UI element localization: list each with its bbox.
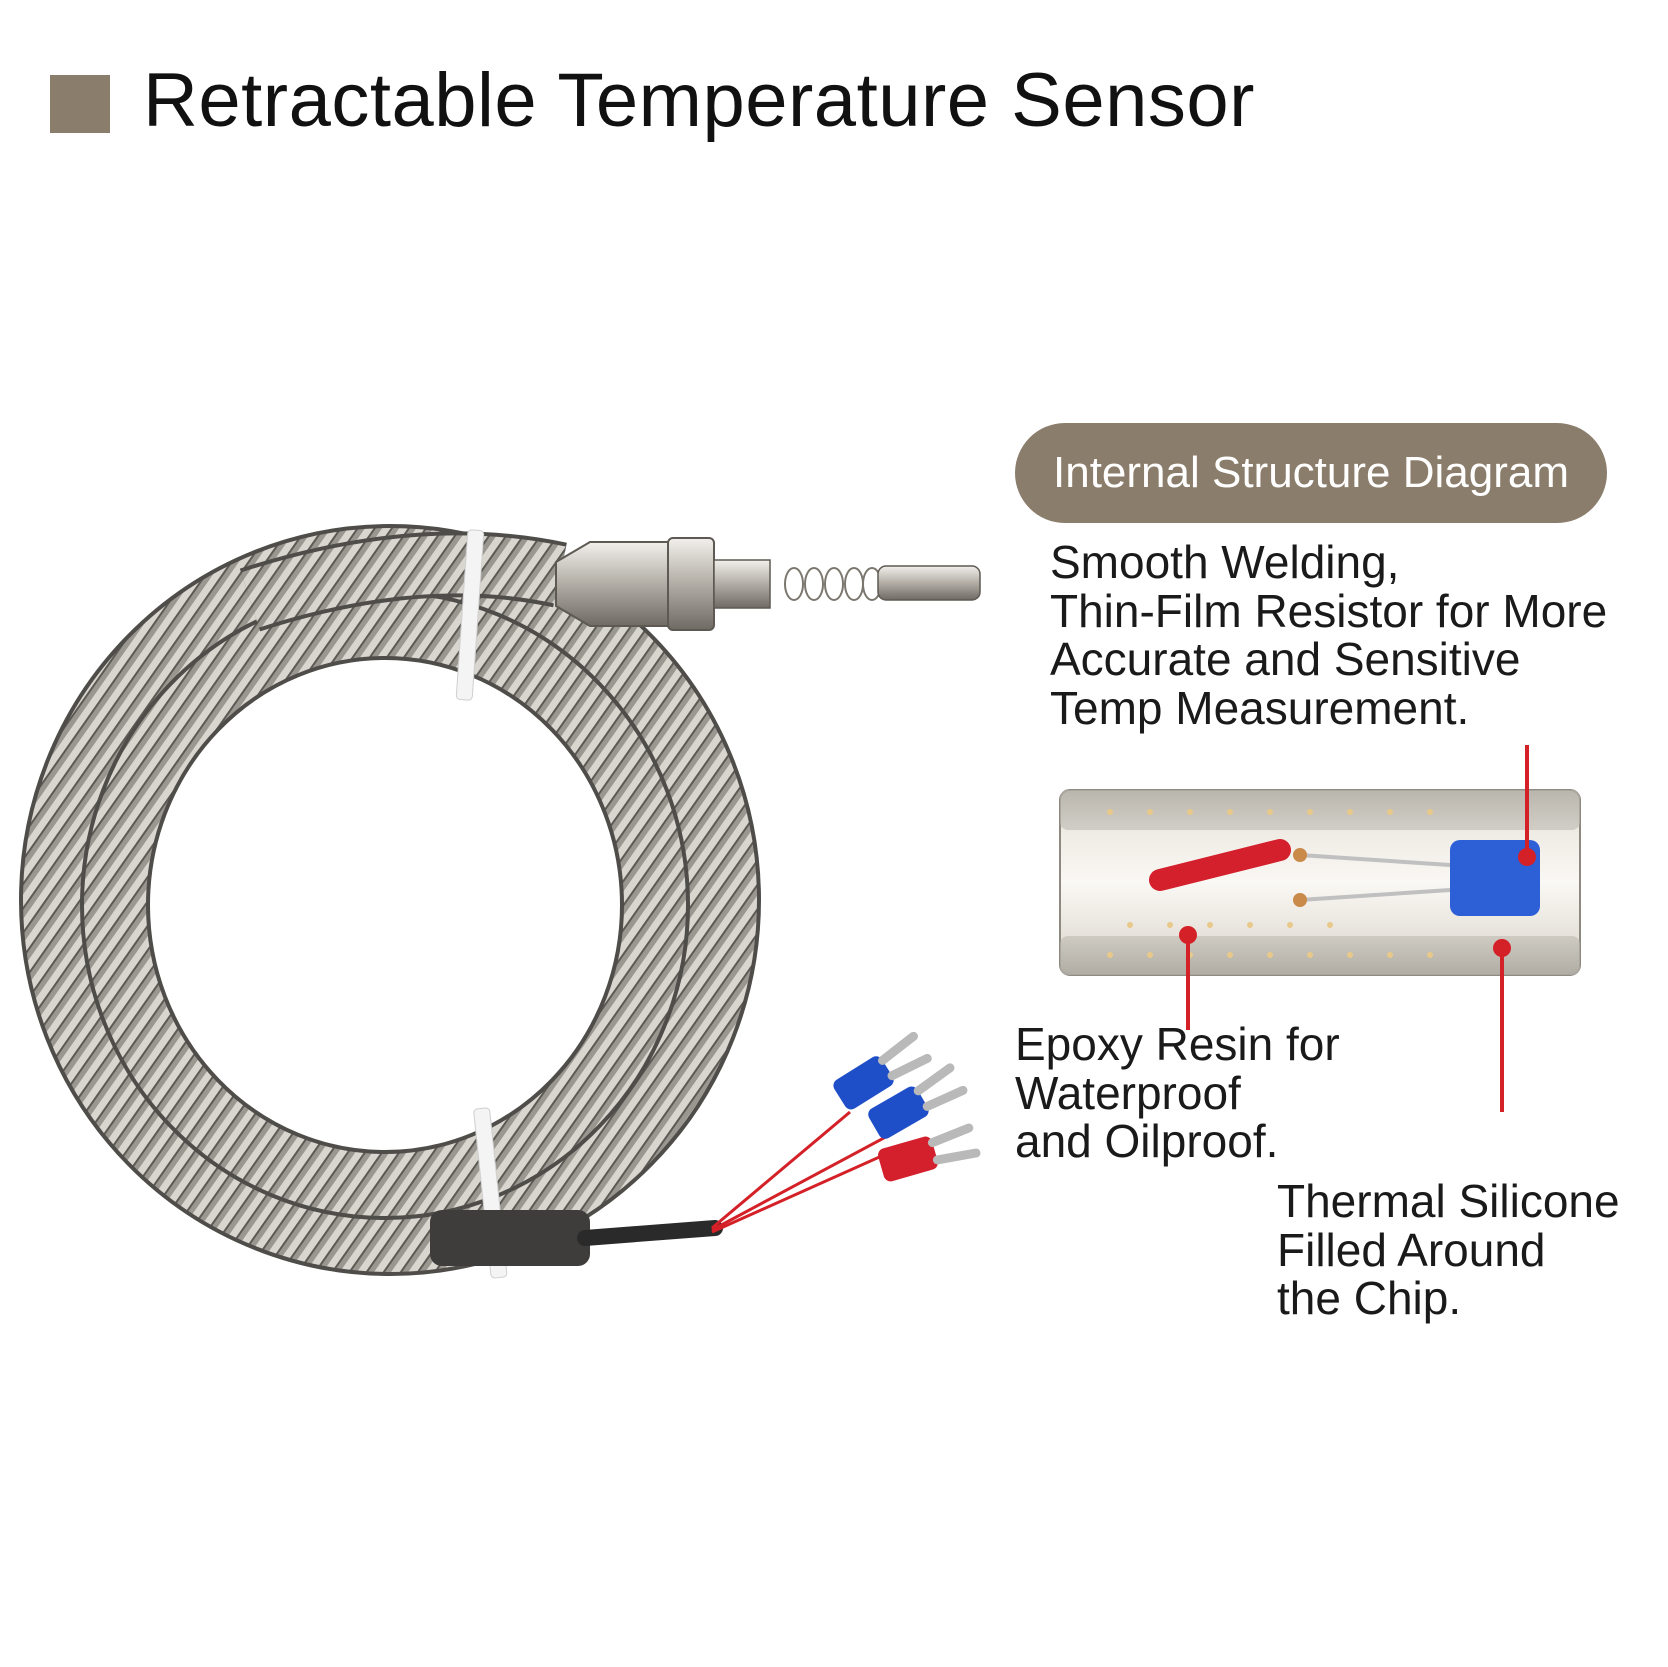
callout-line: Waterproof: [1015, 1066, 1241, 1119]
cable-tie: [455, 529, 485, 701]
callout-line: Filled Around: [1277, 1223, 1546, 1276]
callout-epoxy-resin: Epoxy Resin for Waterproof and Oilproof.: [1015, 1020, 1340, 1166]
callout-line: Smooth Welding,: [1050, 536, 1400, 588]
wire-red: [711, 1110, 851, 1230]
leader-dot: [1518, 848, 1536, 866]
wire-red: [711, 1130, 896, 1232]
heat-shrink-sleeve: [430, 1210, 590, 1266]
leader-dot: [1493, 939, 1511, 957]
wire-red: [711, 1148, 896, 1234]
spade-terminal-blue: [833, 1031, 932, 1110]
spade-terminal-blue: [868, 1063, 968, 1139]
thin-film-resistor-chip: [1450, 840, 1540, 916]
callout-line: Temp Measurement.: [1050, 681, 1470, 734]
callout-line: the Chip.: [1277, 1272, 1462, 1324]
callout-line: and Oilproof.: [1015, 1115, 1279, 1167]
callout-line: Thin-Film Resistor for More: [1050, 584, 1608, 637]
braided-cable: [19, 524, 761, 1276]
callout-line: Thermal Silicone: [1277, 1175, 1620, 1227]
callout-line: Epoxy Resin for: [1015, 1018, 1340, 1070]
callout-smooth-welding: Smooth Welding, Thin-Film Resistor for M…: [1050, 538, 1607, 732]
spade-terminal-red: [878, 1123, 981, 1182]
callout-line: Accurate and Sensitive: [1050, 633, 1521, 685]
callout-thermal-silicone: Thermal Silicone Filled Around the Chip.: [1277, 1177, 1620, 1323]
page-title: Retractable Temperature Sensor: [143, 58, 1255, 143]
leader-lines: [1186, 745, 1529, 1112]
leader-dot: [1179, 926, 1197, 944]
internal-structure-label: Internal Structure Diagram: [1015, 423, 1607, 523]
title-accent-square: [50, 75, 110, 133]
probe-fitting: [555, 537, 981, 631]
